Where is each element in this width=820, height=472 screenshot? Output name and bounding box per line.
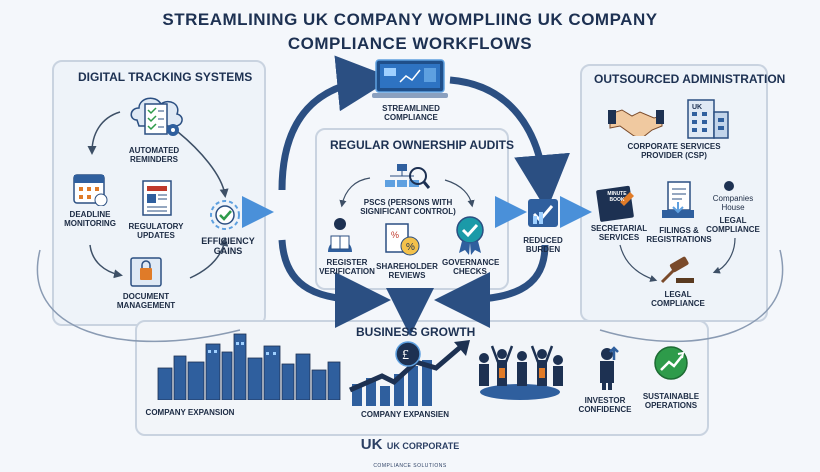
company-expansion-label-1: COMPANY EXPANSION bbox=[145, 408, 235, 417]
uk-badge: UK bbox=[692, 104, 702, 111]
footer-logo: UK bbox=[360, 436, 383, 453]
loop-arrow-top-right bbox=[449, 76, 570, 211]
company-expansion-label-2: COMPANY EXPANSIEN bbox=[360, 410, 449, 419]
cloud-checklist-icon bbox=[130, 97, 183, 136]
gavel-icon bbox=[660, 256, 694, 284]
automated-reminders-label: AUTOMATED REMINDERS bbox=[128, 146, 180, 165]
streamlined-monitor-icon bbox=[372, 59, 448, 98]
loop-arrow-bottom-left bbox=[278, 239, 391, 328]
companies-house-crest-icon bbox=[724, 181, 734, 191]
footer-brand: UK UK CORPORATE COMPLIANCE SOLUTIONS bbox=[0, 436, 820, 472]
main-title-line1: STREAMLINING UK COMPANY WOMPLIING UK COM… bbox=[162, 10, 658, 29]
loop-arrow-top-left bbox=[278, 55, 393, 191]
reduced-burden-icon bbox=[528, 199, 558, 227]
reduced-burden-label: REDUCED BURDEN bbox=[523, 236, 563, 255]
shareholder-doc-icon: % % bbox=[385, 223, 420, 256]
newspaper-icon bbox=[142, 180, 172, 216]
team-celebration-icon bbox=[479, 345, 563, 400]
outsourced-title: OUTSOURCED ADMINISTRATION bbox=[594, 72, 786, 86]
shareholder-reviews-label: SHAREHOLDER REVIEWS bbox=[376, 262, 438, 281]
org-chart-icon bbox=[385, 164, 430, 189]
book-text: MINUTE BOOK bbox=[607, 191, 627, 203]
sustainable-operations-label: SUSTAINABLE OPERATIONS bbox=[642, 392, 700, 411]
secretarial-book-icon bbox=[596, 185, 634, 222]
filings-icon bbox=[662, 181, 694, 218]
loop-arrow-bottom-right bbox=[434, 244, 549, 328]
document-management-label: DOCUMENT MANAGEMENT bbox=[116, 292, 176, 311]
digital-tracking-title: DIGITAL TRACKING SYSTEMS bbox=[78, 70, 253, 84]
register-verification-label: REGISTER VERIFICATION bbox=[319, 258, 375, 277]
audits-title: REGULAR OWNERSHIP AUDITS bbox=[330, 138, 515, 152]
governance-checks-label: GOVERNANCE CHECKS bbox=[442, 258, 500, 277]
city-skyline-icon bbox=[157, 333, 341, 400]
svg-text:%: % bbox=[391, 230, 399, 240]
csp-label: CORPORATE SERVICES PROVIDER (CSP) bbox=[627, 142, 721, 161]
growth-chart-icon: £ bbox=[348, 340, 470, 406]
flow-arrows bbox=[36, 55, 784, 343]
footer-subtitle: COMPLIANCE SOLUTIONS bbox=[373, 463, 447, 469]
investor-confidence-label: INVESTOR CONFIDENCE bbox=[578, 396, 632, 415]
pscs-label: PSCs (PERSONS WITH SIGNIFICANT CONTROL) bbox=[360, 198, 456, 217]
legal-compliance-label-2: LEGAL COMPLIANCE bbox=[651, 290, 705, 309]
footer-name: UK CORPORATE bbox=[386, 441, 460, 451]
efficiency-gains-label: EFFICIENCY GAINS bbox=[201, 236, 255, 257]
deadline-monitoring-label: DEADLINE MONITORING bbox=[64, 210, 116, 229]
secretarial-services-label: SECRETARIAL SERVICES bbox=[590, 224, 648, 243]
governance-badge-icon bbox=[456, 216, 484, 255]
business-growth-title: BUSINESS GROWTH bbox=[356, 325, 476, 339]
handshake-icon bbox=[608, 109, 664, 136]
legal-compliance-label-1: LEGAL COMPLIANCE bbox=[706, 216, 760, 235]
efficiency-target-icon bbox=[210, 200, 240, 230]
main-title-line2: COMPLIANCE WORKFLOWS bbox=[287, 34, 533, 53]
filings-label: FILINGS & REGISTRATIONS bbox=[646, 226, 712, 245]
investor-icon bbox=[600, 346, 619, 390]
pound-symbol: £ bbox=[402, 348, 409, 363]
companies-house-label: Companies House bbox=[712, 194, 754, 213]
csp-building-icon: UK bbox=[687, 99, 729, 139]
streamlined-compliance-label: STREAMLINED COMPLIANCE bbox=[382, 104, 440, 123]
regulatory-updates-label: REGULATORY UPDATES bbox=[128, 222, 184, 241]
document-lock-icon bbox=[130, 257, 162, 287]
svg-text:%: % bbox=[406, 242, 415, 253]
register-person-icon bbox=[328, 218, 352, 252]
calendar-icon bbox=[73, 174, 108, 206]
sustainable-leaf-icon bbox=[654, 346, 688, 380]
